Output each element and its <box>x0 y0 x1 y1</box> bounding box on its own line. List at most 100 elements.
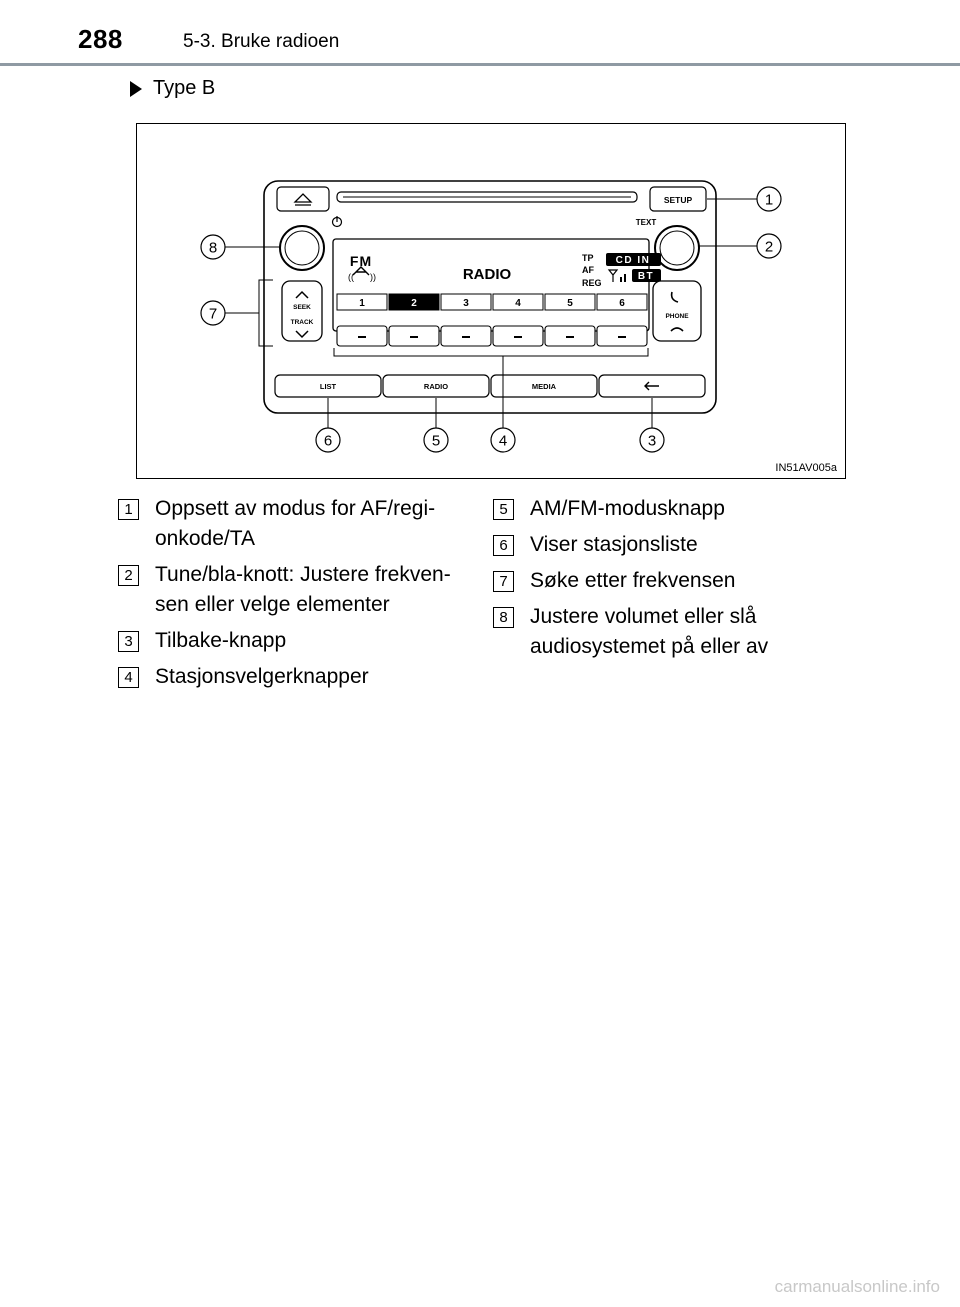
eject-icon <box>293 193 313 206</box>
radio-figure: SETUP TEXT FM (( )) RADIO TP AF REG CD I… <box>136 123 846 479</box>
callout-circle <box>200 234 226 260</box>
preset-slot <box>388 293 440 311</box>
radio-illustration: SETUP TEXT FM (( )) RADIO TP AF REG CD I… <box>200 180 782 453</box>
callout-circle <box>639 427 665 453</box>
legend-text: Stasjonsvelgerknapper <box>155 665 369 688</box>
preset-slot <box>336 293 388 311</box>
bottom-bar: LIST RADIO MEDIA <box>274 374 706 398</box>
antenna-icon <box>352 266 370 276</box>
eject-button[interactable] <box>276 186 330 212</box>
figure-code: IN51AV005a <box>775 462 837 474</box>
legend-item: 1 Oppsett av modus for AF/regi-onkode/TA <box>118 494 478 554</box>
legend-text: Viser stasjonsliste <box>530 533 698 556</box>
legend-number: 8 <box>493 607 514 628</box>
legend-left: 1 Oppsett av modus for AF/regi-onkode/TA… <box>118 494 478 698</box>
preset-bar: 1 2 3 4 5 6 <box>336 293 648 347</box>
af-label: AF <box>582 265 594 275</box>
legend-item: 3 Tilbake-knapp <box>118 626 478 656</box>
bullet-triangle-icon <box>130 80 142 97</box>
display <box>332 238 650 332</box>
phone-button[interactable] <box>652 280 702 342</box>
legend-text: Søke etter frekvensen <box>530 569 736 592</box>
legend-item: 4 Stasjonsvelgerknapper <box>118 662 478 692</box>
legend-right: 5 AM/FM-modusknapp 6 Viser stasjonsliste… <box>493 494 833 668</box>
tp-label: TP <box>582 253 594 263</box>
callout-markers: 1 2 3 4 5 6 7 8 <box>200 186 782 453</box>
phone-hangup-icon <box>670 327 684 332</box>
setup-label: SETUP <box>664 195 693 205</box>
legend-number: 2 <box>118 565 139 586</box>
section-title: 5-3. Bruke radioen <box>183 31 340 52</box>
legend-number: 5 <box>493 499 514 520</box>
callout-number: 1 <box>765 192 773 209</box>
legend-item: 6 Viser stasjonsliste <box>493 530 833 560</box>
callout-number: 5 <box>432 433 440 450</box>
callout-circle <box>423 427 449 453</box>
legend-number: 1 <box>118 499 139 520</box>
preset-label: 6 <box>619 298 625 309</box>
sub-heading-label: Type B <box>153 77 216 99</box>
callout-circle <box>315 427 341 453</box>
band-label: FM <box>350 253 372 269</box>
legend-text: AM/FM-modusknapp <box>530 497 725 520</box>
legend-number: 4 <box>118 667 139 688</box>
phone-call-icon <box>670 291 679 303</box>
phone-label: PHONE <box>665 313 689 320</box>
legend-item: 8 Justere volumet eller slå audiosysteme… <box>493 602 833 662</box>
bottom-button-label: MEDIA <box>532 382 557 391</box>
callout-number: 3 <box>648 433 656 450</box>
legend-item: 5 AM/FM-modusknapp <box>493 494 833 524</box>
callout-number: 7 <box>209 306 217 323</box>
bottom-button[interactable] <box>382 374 490 398</box>
svg-text:((: (( <box>348 272 354 282</box>
page-header: 288 5-3. Bruke radioen <box>0 0 960 66</box>
legend-item: 2 Tune/bla-knott: Justere frekven-sen el… <box>118 560 478 620</box>
bottom-button[interactable] <box>490 374 598 398</box>
header-rule <box>0 63 960 66</box>
preset-slot <box>492 293 544 311</box>
preset-label: 5 <box>567 298 573 309</box>
preset-slot <box>544 293 596 311</box>
callout-circle <box>756 233 782 259</box>
legend-text: Oppsett av modus for AF/regi-onkode/TA <box>155 497 436 550</box>
legend-number: 6 <box>493 535 514 556</box>
legend-number: 3 <box>118 631 139 652</box>
legend-number: 7 <box>493 571 514 592</box>
setup-button[interactable] <box>649 186 707 212</box>
cd-in-badge <box>606 253 661 266</box>
volume-knob[interactable] <box>279 225 325 271</box>
tune-knob[interactable] <box>654 225 700 271</box>
back-arrow-icon <box>644 381 659 391</box>
seek-label: SEEK <box>293 304 311 311</box>
bottom-button[interactable] <box>274 374 382 398</box>
track-label: TRACK <box>291 319 314 326</box>
mode-label: RADIO <box>463 266 512 283</box>
callout-number: 2 <box>765 239 773 256</box>
legend-text: Justere volumet eller slå audiosystemet … <box>530 605 769 658</box>
callout-number: 6 <box>324 433 332 450</box>
preset-label: 1 <box>359 298 365 309</box>
bottom-button-label: RADIO <box>424 382 448 391</box>
svg-text:CD IN: CD IN <box>616 255 651 266</box>
callout-circle <box>200 300 226 326</box>
preset-label: 3 <box>463 298 469 309</box>
reg-label: REG <box>582 278 602 288</box>
seek-track-button[interactable] <box>281 280 323 342</box>
preset-label: 4 <box>515 298 521 309</box>
legend-text: Tilbake-knapp <box>155 629 287 652</box>
bracket-presets <box>333 348 649 357</box>
sub-heading: Type B <box>130 77 215 100</box>
callout-number: 8 <box>209 240 217 257</box>
callout-number: 4 <box>499 433 507 450</box>
chevron-up-icon <box>295 290 309 299</box>
watermark: carmanualsonline.info <box>774 1277 940 1296</box>
preset-slot <box>596 293 648 311</box>
legend-text: Tune/bla-knott: Justere frekven-sen elle… <box>155 563 451 616</box>
preset-label: 2 <box>411 298 417 309</box>
bottom-button-label: LIST <box>320 382 337 391</box>
preset-slot <box>440 293 492 311</box>
legend-item: 7 Søke etter frekvensen <box>493 566 833 596</box>
page-number: 288 <box>78 24 123 54</box>
callout-circle <box>490 427 516 453</box>
callout-circle <box>756 186 782 212</box>
